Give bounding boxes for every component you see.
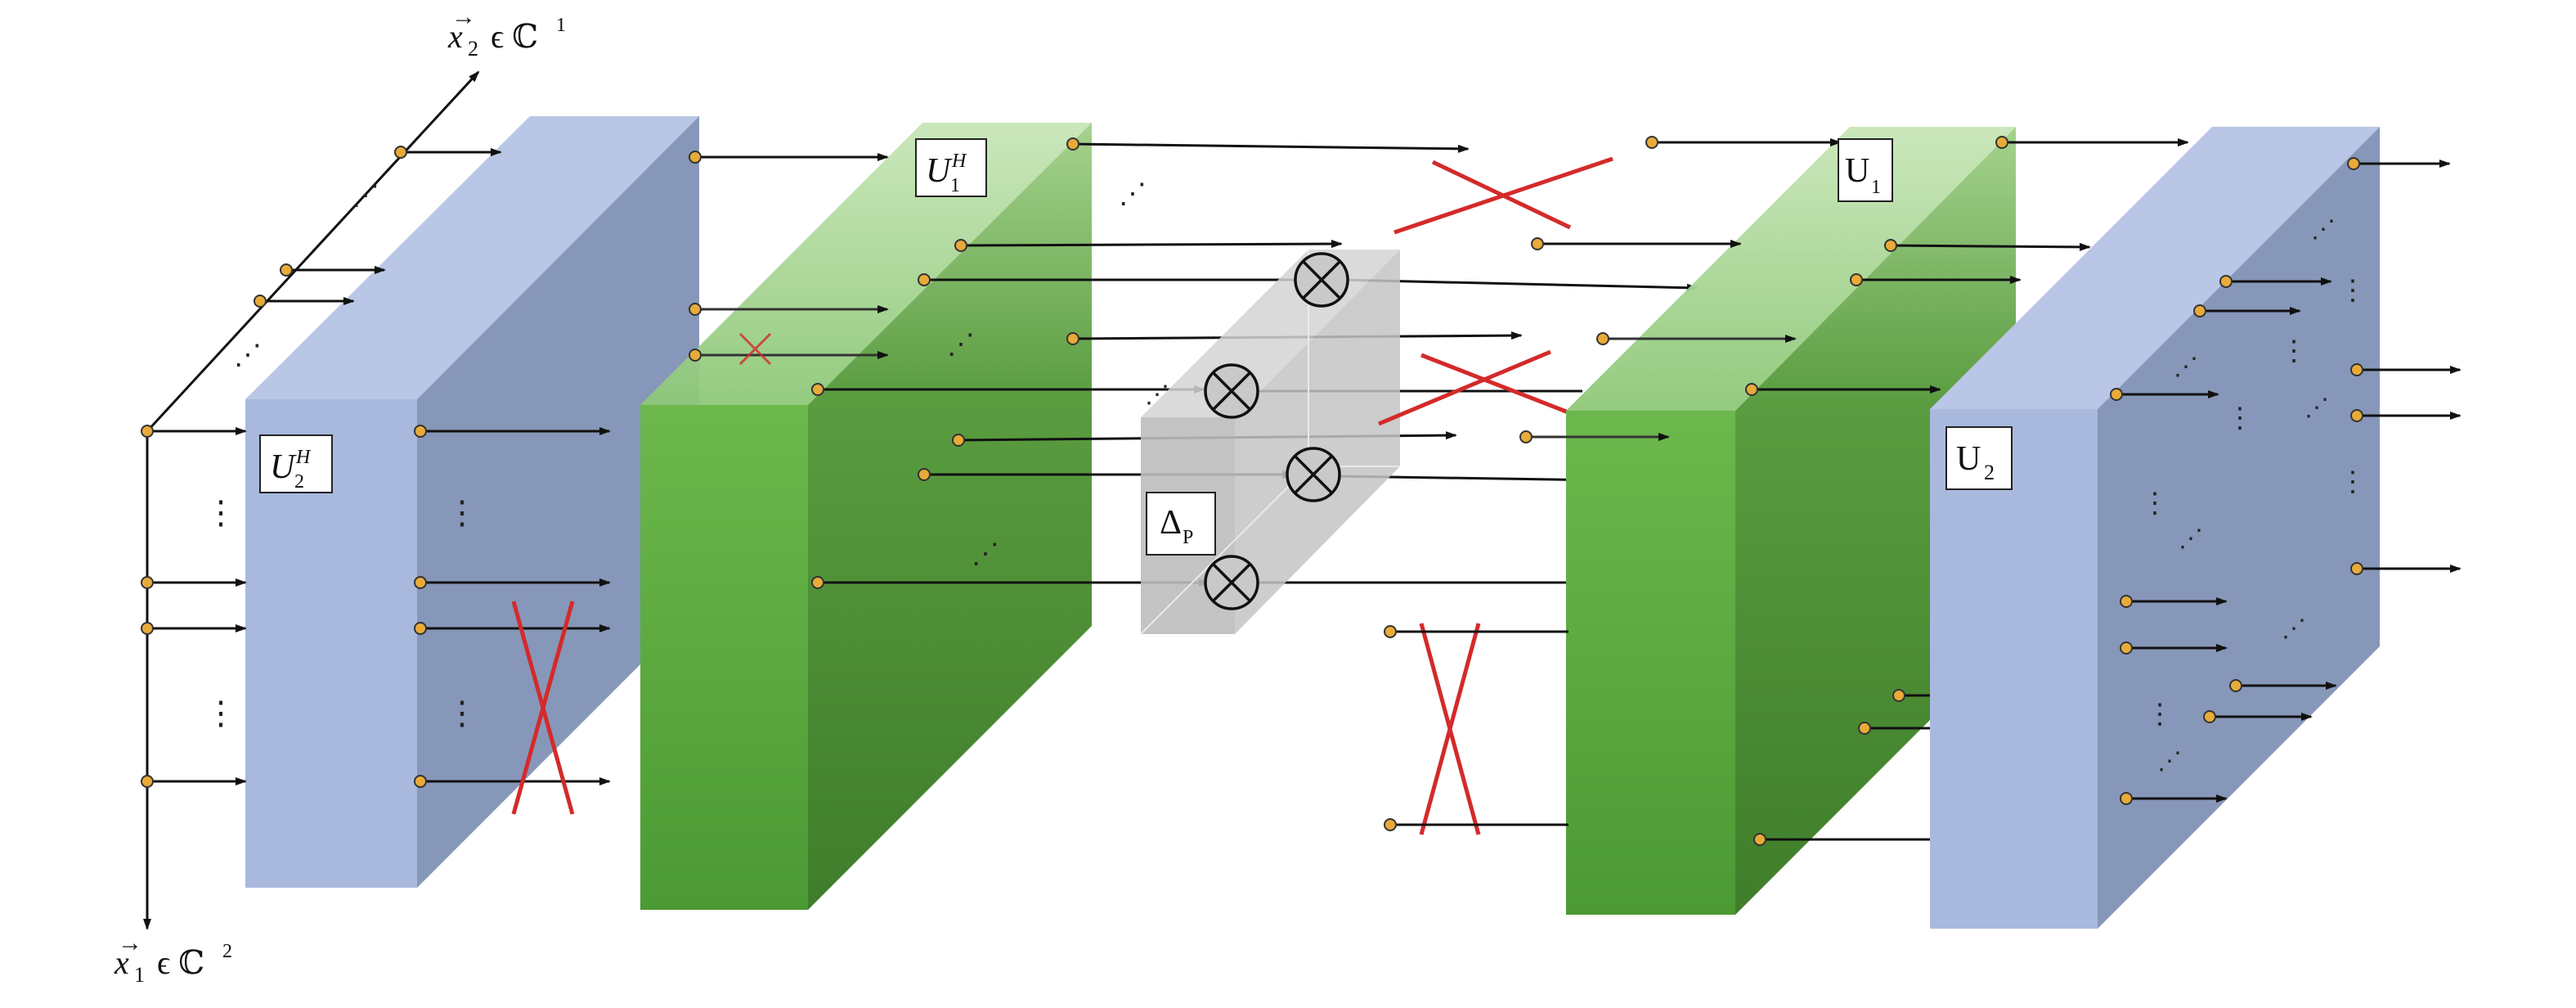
svg-text:ϵ ℂ: ϵ ℂ	[157, 944, 204, 981]
svg-text:⋮: ⋮	[446, 494, 478, 531]
svg-text:U: U	[1956, 440, 1981, 478]
truncation-cross-mid	[1378, 349, 1577, 426]
delta-p-side-face	[1235, 250, 1400, 634]
multiplier-2	[1204, 363, 1259, 419]
u2-dots: ⋰ ⋮ ⋮ ⋰ ⋰ ⋮ ⋮ ⋮ ⋰ ⋰ ⋮ ⋰	[2141, 216, 2367, 775]
svg-text:⋮: ⋮	[204, 695, 237, 731]
multiplier-4	[1204, 555, 1259, 610]
svg-text:H: H	[295, 447, 312, 468]
u1h-input-arrows	[695, 153, 889, 359]
u1h-small-cross	[738, 332, 772, 366]
svg-text:⋰: ⋰	[352, 181, 379, 211]
delta-p-label: Δ P	[1146, 492, 1216, 556]
svg-text:⋰: ⋰	[2174, 353, 2198, 380]
svg-text:2: 2	[1984, 461, 1995, 484]
x1-axis-label: x → 1 ϵ ℂ 2	[114, 929, 232, 987]
svg-text:P: P	[1183, 527, 1193, 548]
u2h-input-arrows	[147, 148, 502, 785]
u2-side-face	[2098, 127, 2380, 929]
svg-text:⋮: ⋮	[2226, 403, 2254, 434]
u2h-output-nodes	[414, 425, 427, 788]
truncation-cross-top	[1393, 156, 1613, 235]
svg-text:⋰: ⋰	[234, 340, 262, 371]
u2-front-face	[1930, 409, 2098, 929]
svg-text:⋮: ⋮	[2141, 488, 2169, 519]
u2-output-nodes	[2110, 157, 2363, 805]
svg-text:⋰: ⋰	[2282, 615, 2306, 642]
svg-text:⋰: ⋰	[2157, 748, 2182, 775]
u2h-dots: ⋮ ⋮ ⋮ ⋮ ⋰ ⋰	[204, 181, 478, 731]
x2-axis-label: x → 2 ϵ ℂ 1	[447, 3, 566, 61]
u2h-block	[245, 116, 699, 888]
svg-text:U: U	[270, 448, 297, 486]
input-axes	[143, 70, 480, 930]
svg-text:2: 2	[294, 471, 304, 493]
u1h-side-face	[808, 123, 1092, 910]
u2-block	[1930, 127, 2380, 929]
svg-text:⋰: ⋰	[2179, 525, 2203, 552]
svg-text:2: 2	[222, 941, 232, 962]
u1h-front-face	[640, 405, 808, 910]
u2h-input-nodes	[141, 146, 407, 788]
u1h-input-nodes	[689, 151, 702, 362]
svg-text:⋰: ⋰	[2311, 216, 2336, 243]
u1-output-nodes	[1745, 136, 2008, 846]
multiplier-1	[1294, 252, 1349, 308]
delta-p-block	[1140, 250, 1400, 635]
svg-text:x: x	[114, 944, 129, 981]
u2h-label: U H 2	[259, 434, 333, 493]
svg-text:x: x	[447, 18, 463, 55]
u1h-output-nodes	[811, 137, 1079, 589]
svg-text:→: →	[451, 3, 476, 30]
u1-output-arrows	[1752, 138, 2189, 841]
u2h-output-arrows	[420, 427, 611, 785]
svg-text:1: 1	[950, 175, 960, 196]
svg-text:Δ: Δ	[1160, 504, 1182, 542]
u1-label: U 1	[1838, 138, 1893, 202]
svg-text:1: 1	[556, 15, 566, 36]
u1h-label: U H 1	[915, 138, 987, 197]
svg-text:1: 1	[134, 963, 145, 987]
u1h-block	[640, 123, 1092, 910]
svg-text:⋮: ⋮	[2339, 276, 2367, 306]
u1-input-arrows	[1390, 138, 1842, 826]
svg-text:⋮: ⋮	[204, 494, 237, 531]
svg-text:⋮: ⋮	[2339, 467, 2367, 497]
svg-text:⋰: ⋰	[2304, 394, 2329, 421]
svg-text:⋰: ⋰	[1119, 179, 1147, 209]
u2-label: U 2	[1945, 426, 2013, 490]
svg-text:2: 2	[468, 37, 478, 61]
svg-text:→: →	[118, 929, 142, 956]
delta-dots: ⋰	[1145, 381, 1169, 408]
u2-output-arrows	[2116, 160, 2462, 803]
u2h-front-face	[245, 399, 417, 888]
u2h-top-face	[245, 116, 699, 399]
multiplier-nodes	[1204, 252, 1349, 610]
u2-top-face	[1930, 127, 2380, 409]
svg-text:⋮: ⋮	[2146, 700, 2174, 730]
svg-text:ϵ ℂ: ϵ ℂ	[491, 18, 538, 55]
svg-text:U: U	[926, 152, 953, 190]
svg-text:⋮: ⋮	[446, 695, 478, 731]
svg-text:⋰: ⋰	[947, 330, 975, 360]
svg-text:1: 1	[1871, 177, 1881, 198]
u2h-truncation-cross	[511, 601, 575, 815]
svg-text:U: U	[1845, 152, 1869, 190]
svg-text:⋮: ⋮	[2280, 336, 2308, 367]
truncation-cross-bottom	[1419, 623, 1481, 835]
svg-text:⋰: ⋰	[972, 539, 999, 569]
u1-input-nodes	[1384, 136, 1658, 831]
u1-front-face	[1566, 411, 1735, 915]
u1h-dots: ⋰ ⋰ ⋰	[947, 179, 1147, 569]
u2h-side-face	[417, 116, 699, 888]
svg-text:H: H	[951, 151, 967, 172]
u1-side-face	[1735, 127, 2016, 915]
multiplier-3	[1286, 447, 1341, 502]
